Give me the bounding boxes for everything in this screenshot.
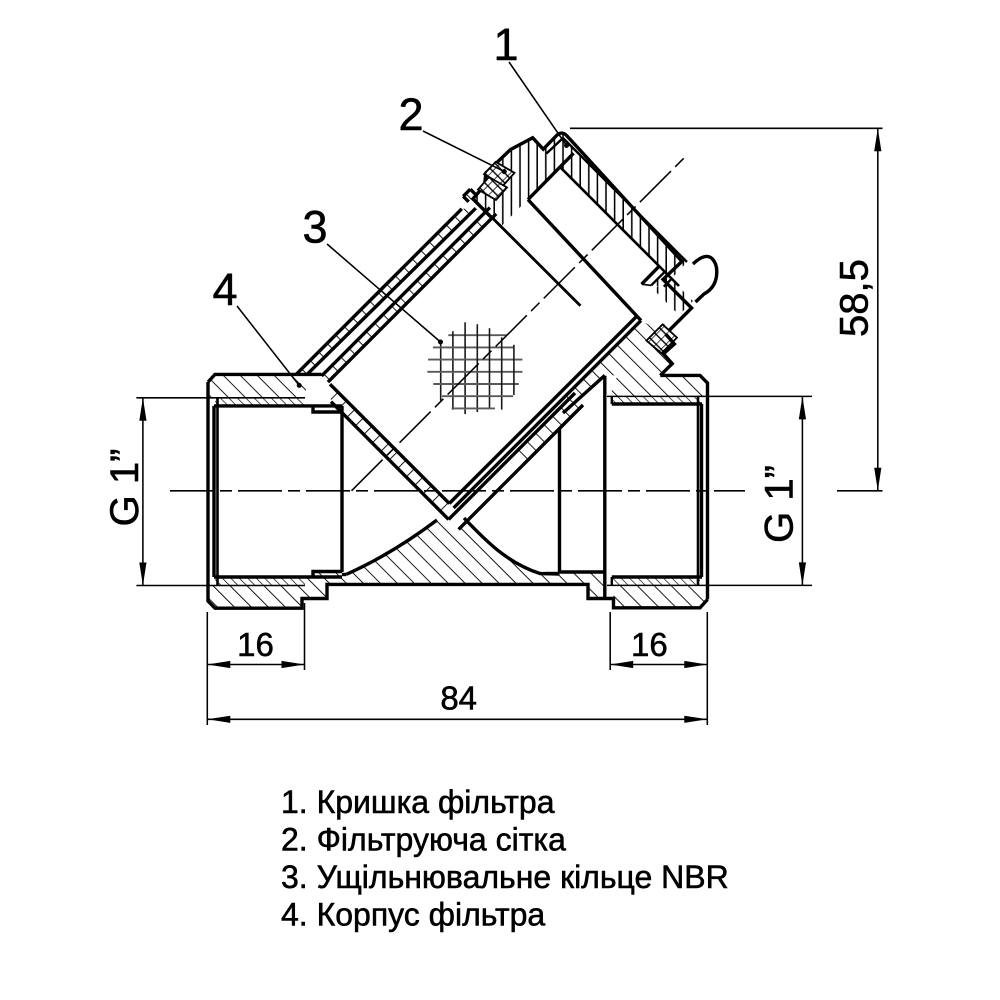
svg-text:4: 4 xyxy=(212,264,237,315)
svg-text:16: 16 xyxy=(631,626,668,663)
svg-text:G 1”: G 1” xyxy=(103,449,147,527)
svg-text:2. Фільтруюча сітка: 2. Фільтруюча сітка xyxy=(281,822,566,858)
svg-text:4. Корпус фільтра: 4. Корпус фільтра xyxy=(281,897,545,933)
svg-text:G 1”: G 1” xyxy=(758,465,802,543)
svg-text:3: 3 xyxy=(302,202,327,253)
svg-text:1: 1 xyxy=(493,19,518,70)
svg-text:84: 84 xyxy=(440,680,477,717)
svg-text:58,5: 58,5 xyxy=(833,259,877,337)
svg-text:1. Кришка фільтра: 1. Кришка фільтра xyxy=(281,784,555,820)
svg-text:3. Ущільнювальне кільце NBR: 3. Ущільнювальне кільце NBR xyxy=(281,859,729,895)
svg-text:2: 2 xyxy=(398,89,423,140)
svg-text:16: 16 xyxy=(237,626,274,663)
